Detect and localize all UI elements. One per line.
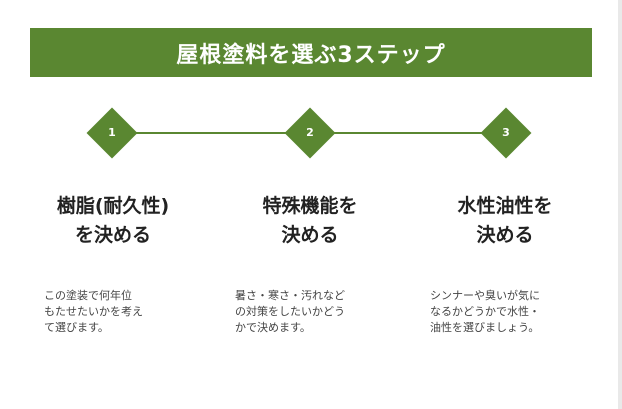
step-1-number: 1: [108, 126, 116, 139]
step-3-desc-line2: なるかどうかで水性・: [430, 305, 540, 318]
header-banner: 屋根塗料を選ぶ3ステップ: [30, 28, 592, 77]
step-2-title: 特殊機能を 決める: [225, 192, 395, 250]
step-1-desc-line3: て選びます。: [44, 321, 109, 334]
step-2-desc-line2: の対策をしたいかどう: [235, 305, 345, 318]
page-title: 屋根塗料を選ぶ3ステップ: [176, 42, 446, 68]
step-1-desc-line1: この塗装で何年位: [44, 289, 132, 302]
step-1-title: 樹脂(耐久性) を決める: [28, 192, 198, 250]
step-3-title: 水性油性を 決める: [420, 192, 590, 250]
step-2-desc-line3: かで決めます。: [235, 321, 311, 334]
step-1-title-line2: を決める: [74, 224, 151, 246]
step-3-desc-line1: シンナーや臭いが気に: [430, 289, 540, 302]
connector-line-2-3: [310, 132, 506, 134]
step-2-number: 2: [306, 126, 314, 139]
step-3-desc-line3: 油性を選びましょう。: [430, 321, 540, 334]
step-2-title-line1: 特殊機能を: [262, 195, 358, 217]
step-2-title-line2: 決める: [281, 224, 339, 246]
step-3-number: 3: [502, 126, 510, 139]
step-3-description: シンナーや臭いが気に なるかどうかで水性・ 油性を選びましょう。: [430, 288, 580, 336]
right-edge-divider: [618, 0, 622, 409]
step-2-desc-line1: 暑さ・寒さ・汚れなど: [235, 289, 345, 302]
step-3-title-line2: 決める: [476, 224, 534, 246]
connector-line-1-2: [112, 132, 310, 134]
step-3-title-line1: 水性油性を: [457, 195, 553, 217]
step-1-description: この塗装で何年位 もたせたいかを考え て選びます。: [44, 288, 194, 336]
step-1-desc-line2: もたせたいかを考え: [44, 305, 143, 318]
step-1-title-line1: 樹脂(耐久性): [56, 195, 170, 217]
step-2-description: 暑さ・寒さ・汚れなど の対策をしたいかどう かで決めます。: [235, 288, 385, 336]
